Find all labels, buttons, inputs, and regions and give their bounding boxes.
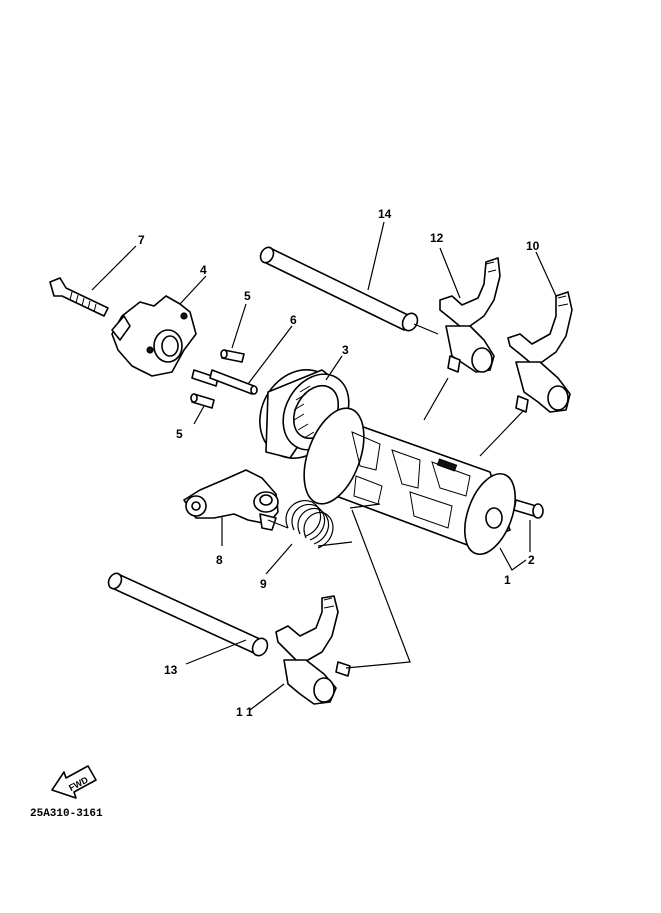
part-5-pin-upper (220, 349, 245, 363)
fwd-arrow-icon: FWD (51, 765, 97, 799)
part-4-drum-segment (111, 295, 197, 377)
callout-9: 9 (260, 577, 267, 591)
part-10-shift-fork (507, 291, 573, 413)
callout-6: 6 (290, 313, 297, 327)
part-12-shift-fork (439, 257, 501, 373)
callout-2: 2 (528, 553, 535, 567)
callout-7: 7 (138, 233, 145, 247)
part-6-long-pin (209, 369, 258, 395)
part-14-guide-bar-upper (259, 246, 439, 335)
callout-11: 1 1 (236, 705, 253, 719)
callout-5-lower: 5 (176, 427, 183, 441)
part-2-drum-bolt (513, 499, 544, 519)
callout-14: 14 (378, 207, 392, 221)
callout-3: 3 (342, 343, 349, 357)
leader-lines (91, 221, 557, 711)
callout-12: 12 (430, 231, 444, 245)
callout-4: 4 (200, 263, 207, 277)
part-1-shift-drum (303, 407, 516, 555)
callout-1: 1 (504, 573, 511, 587)
part-11-shift-fork (275, 595, 351, 705)
callout-10: 10 (526, 239, 540, 253)
part-7-screw (49, 277, 109, 317)
part-8-stopper-lever (183, 469, 279, 531)
part-5-pin-lower (190, 393, 215, 409)
callout-5-upper: 5 (244, 289, 251, 303)
part-13-guide-bar-lower (107, 572, 269, 657)
callout-13: 13 (164, 663, 178, 677)
diagram-code: 25A310-3161 (30, 808, 103, 820)
callout-labels: 7 4 5 6 3 5 14 12 10 8 9 2 1 13 1 1 (138, 207, 540, 719)
part-9-torsion-spring (267, 500, 353, 549)
callout-8: 8 (216, 553, 223, 567)
